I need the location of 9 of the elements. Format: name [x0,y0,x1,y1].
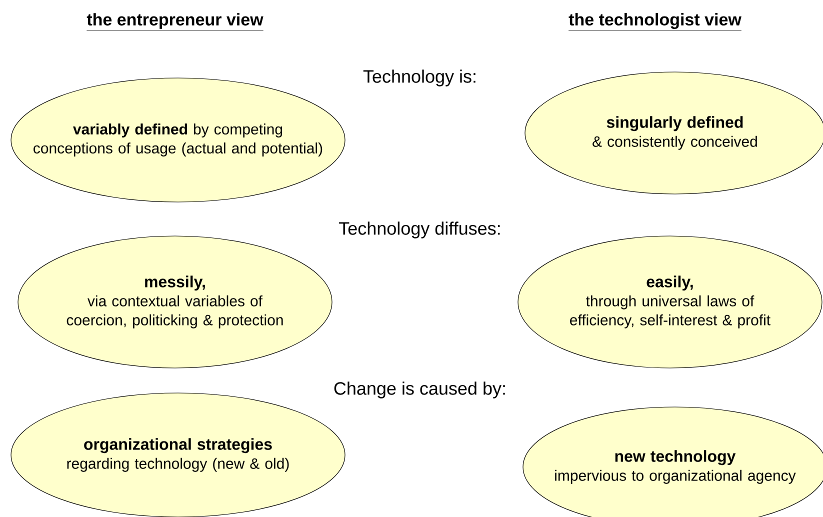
column-heading: the entrepreneur view [86,13,264,31]
column-heading: the technologist view [568,13,742,31]
ellipse-node: variably defined by competing conceptions of usage (actual and potential) [10,78,346,202]
row-heading: Technology diffuses: [339,222,500,238]
ellipse-node: easily, through universal laws of efficiency, self-interest & profit [518,236,822,368]
ellipse-node: messily, via contextual variables of coercion, politicking & protection [18,236,332,368]
ellipse-node: singularly defined & consistently conceived [524,72,823,194]
row-heading: Technology is: [363,70,476,86]
ellipse-node: new technology impervious to organizational agency [522,406,823,517]
